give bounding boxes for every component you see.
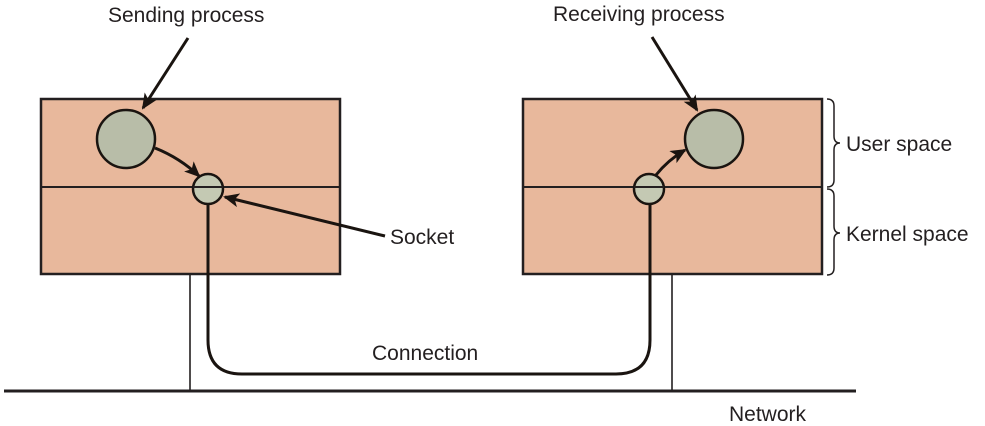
- sending-process-label: Sending process: [108, 4, 264, 27]
- kernel-space-label: Kernel space: [846, 223, 969, 246]
- user-space-label: User space: [846, 133, 952, 156]
- socket-pointer-arrow: [223, 193, 386, 238]
- socket-label: Socket: [390, 226, 454, 249]
- receiver-socket-icon: [632, 172, 666, 206]
- network-label: Network: [729, 403, 807, 426]
- sending-process-circle: [95, 108, 157, 170]
- receiver-host: [521, 97, 824, 276]
- sending-process-pointer-arrow: [141, 37, 190, 110]
- socket-to-process-arrow: [654, 148, 687, 176]
- receiving-process-label: Receiving process: [553, 3, 725, 26]
- receiving-process-circle: [683, 108, 745, 170]
- connection-label: Connection: [372, 342, 478, 365]
- kernel-space-brace: [826, 188, 841, 276]
- user-space-brace: [826, 98, 841, 188]
- sender-socket-icon: [191, 172, 225, 206]
- sender-host: [39, 97, 342, 276]
- process-to-socket-arrow: [154, 146, 201, 178]
- receiving-process-pointer-arrow: [650, 36, 699, 112]
- connection-path: [206, 202, 652, 376]
